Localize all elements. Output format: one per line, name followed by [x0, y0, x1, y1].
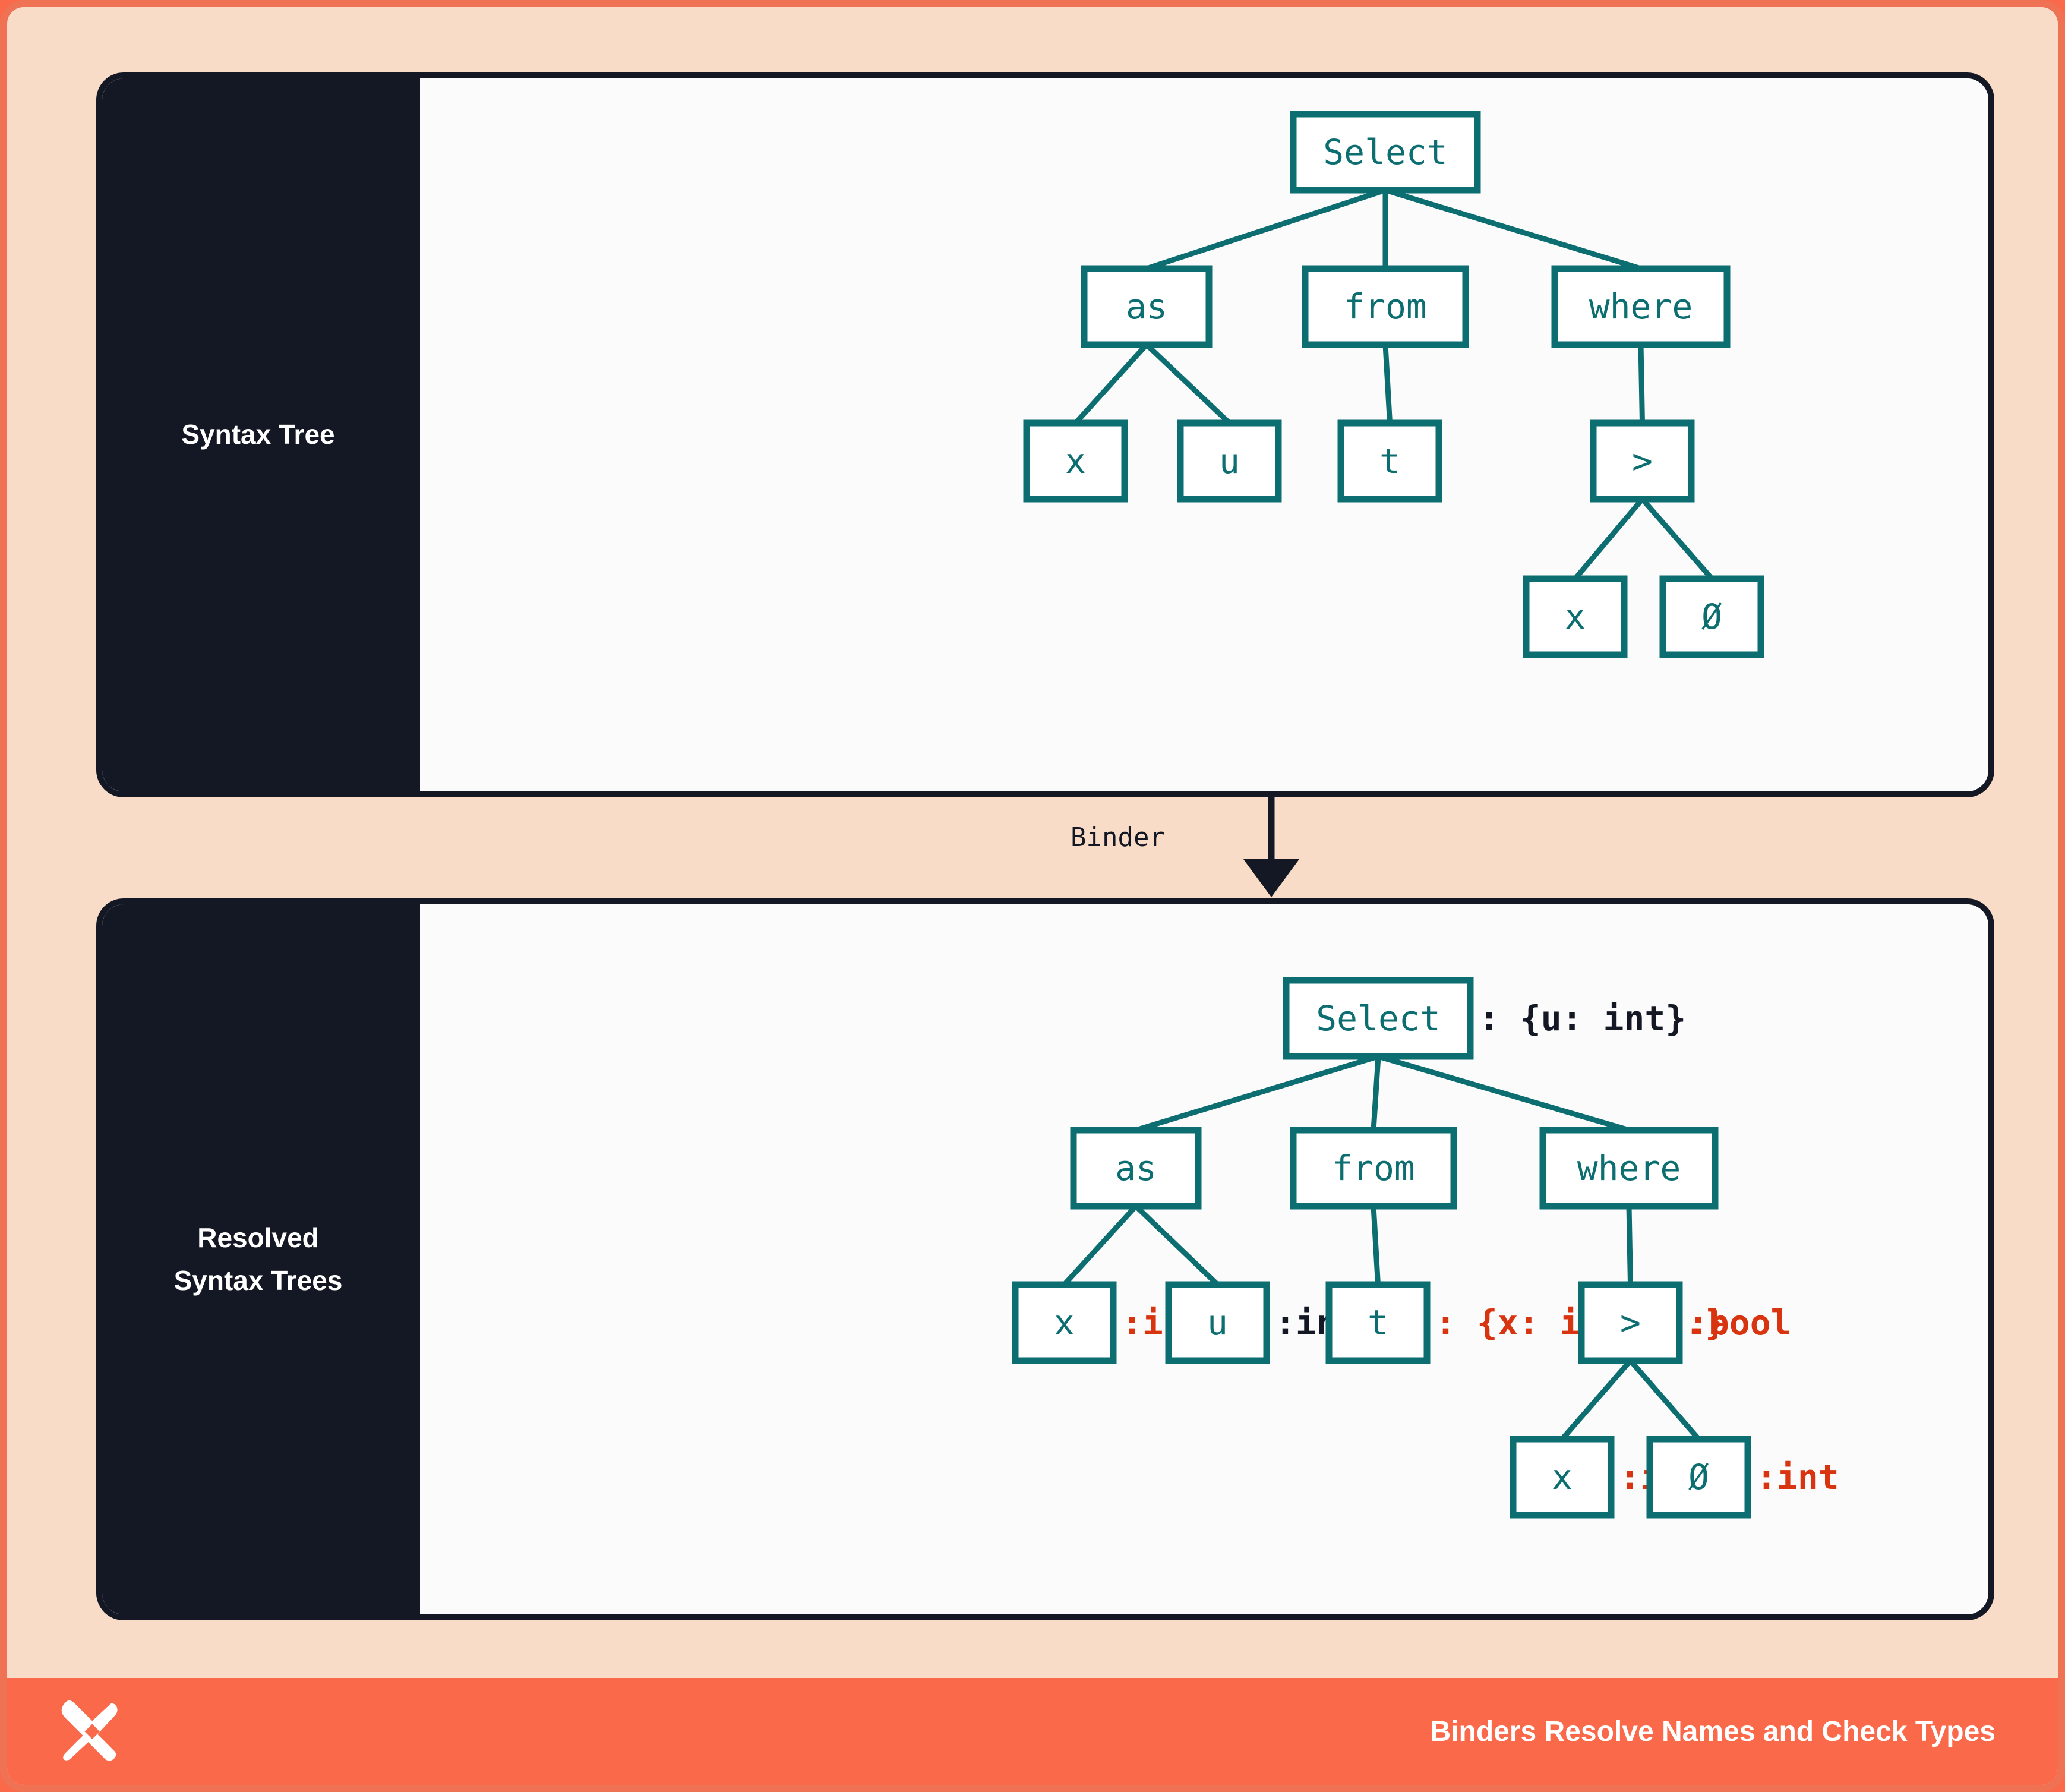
node-box — [1646, 1436, 1751, 1519]
node-label: as — [1115, 1148, 1157, 1188]
binder-arrow-svg — [1243, 797, 1299, 897]
x-star-logo — [58, 1697, 124, 1766]
tree-edge — [1382, 344, 1393, 424]
tree-edge — [1626, 1206, 1633, 1285]
node-box — [1510, 1436, 1615, 1519]
node-label: Select — [1316, 998, 1441, 1039]
binder-connector: Binder — [96, 797, 1994, 898]
node-label: > — [1620, 1302, 1641, 1343]
tree-node-where[interactable]: where — [1551, 265, 1731, 348]
node-box — [1070, 1127, 1202, 1210]
tree-edge — [1062, 1204, 1138, 1287]
node-box — [1539, 1127, 1719, 1210]
node-box — [1325, 1281, 1431, 1364]
tree-node-from-t[interactable]: t — [1337, 419, 1442, 503]
node-label: where — [1589, 286, 1693, 327]
node-label: x — [1065, 441, 1086, 481]
binder-label: Binder — [1071, 822, 1165, 853]
node-box — [1165, 1281, 1270, 1364]
syntax-tree-label-text: Syntax Tree — [181, 419, 335, 450]
node-label: Select — [1323, 132, 1448, 172]
node-label: Ø — [1701, 597, 1722, 637]
tree-edge — [1384, 187, 1642, 272]
node-type-annotation: :bool — [1688, 1302, 1792, 1343]
node-box — [1023, 419, 1128, 503]
node-label: x — [1565, 597, 1586, 637]
tree-edge — [1640, 497, 1714, 580]
tree-node-as-u[interactable]: u — [1177, 419, 1282, 503]
tree-edge — [1135, 1053, 1379, 1133]
tree-edge — [1371, 1206, 1381, 1285]
node-box — [1337, 419, 1442, 503]
tree-edge — [1573, 497, 1644, 580]
node-box — [1177, 419, 1282, 503]
tree-node-as-x[interactable]: x — [1023, 419, 1128, 503]
node-box — [1081, 265, 1213, 348]
tree-node-gt[interactable]: > :bool — [1578, 1281, 1792, 1364]
tree-node-from[interactable]: from — [1290, 1127, 1457, 1210]
tree-node-where[interactable]: where — [1539, 1127, 1719, 1210]
footer-bar: Binders Resolve Names and Check Types — [7, 1678, 2058, 1785]
node-label: from — [1344, 286, 1427, 327]
downward-arrow — [1243, 797, 1299, 897]
node-type-annotation: :int — [1756, 1457, 1839, 1497]
node-label: x — [1054, 1302, 1075, 1343]
node-box — [1290, 111, 1481, 194]
tree-node-from[interactable]: from — [1302, 265, 1469, 348]
tree-node-as[interactable]: as — [1070, 1127, 1202, 1210]
node-box — [1659, 575, 1764, 658]
tree-edge — [1377, 1053, 1630, 1133]
node-label: x — [1552, 1457, 1573, 1497]
node-box — [1578, 1281, 1683, 1364]
node-label: from — [1332, 1148, 1415, 1188]
node-label: t — [1379, 441, 1400, 481]
tree-node-select[interactable]: Select : {u: int} — [1283, 977, 1686, 1060]
tree-node-gt-0[interactable]: Ø — [1659, 575, 1764, 658]
syntax-tree-card-label: Syntax Tree — [102, 78, 420, 791]
node-label: Ø — [1688, 1457, 1709, 1497]
node-label: u — [1219, 441, 1240, 481]
tree-edge — [1145, 187, 1387, 272]
node-box — [1302, 265, 1469, 348]
node-label: > — [1632, 441, 1653, 481]
tree-edge — [1144, 342, 1232, 425]
node-label: t — [1368, 1302, 1388, 1343]
footer-title: Binders Resolve Names and Check Types — [1430, 1715, 1996, 1747]
node-label: u — [1207, 1302, 1228, 1343]
node-box — [1590, 419, 1695, 503]
tree-edge — [1628, 1359, 1701, 1441]
node-label: where — [1577, 1148, 1681, 1188]
tree-node-gt[interactable]: > — [1590, 419, 1695, 503]
tree-node-select[interactable]: Select — [1290, 111, 1481, 194]
tree-edge — [1371, 1056, 1381, 1131]
node-label: as — [1126, 286, 1167, 327]
node-box — [1283, 977, 1474, 1060]
tree-edge — [1073, 342, 1149, 425]
tree-edge — [1560, 1359, 1633, 1441]
tree-node-gt-0[interactable]: Ø :int — [1646, 1436, 1839, 1519]
tree-edge — [1133, 1204, 1220, 1287]
node-type-annotation: : {u: int} — [1479, 998, 1686, 1039]
tree-node-as[interactable]: as — [1081, 265, 1213, 348]
node-box — [1523, 575, 1628, 658]
node-box — [1290, 1127, 1457, 1210]
node-box — [1012, 1281, 1117, 1364]
tree-edge — [1638, 344, 1645, 424]
tree-node-gt-x[interactable]: x — [1523, 575, 1628, 658]
node-box — [1551, 265, 1731, 348]
